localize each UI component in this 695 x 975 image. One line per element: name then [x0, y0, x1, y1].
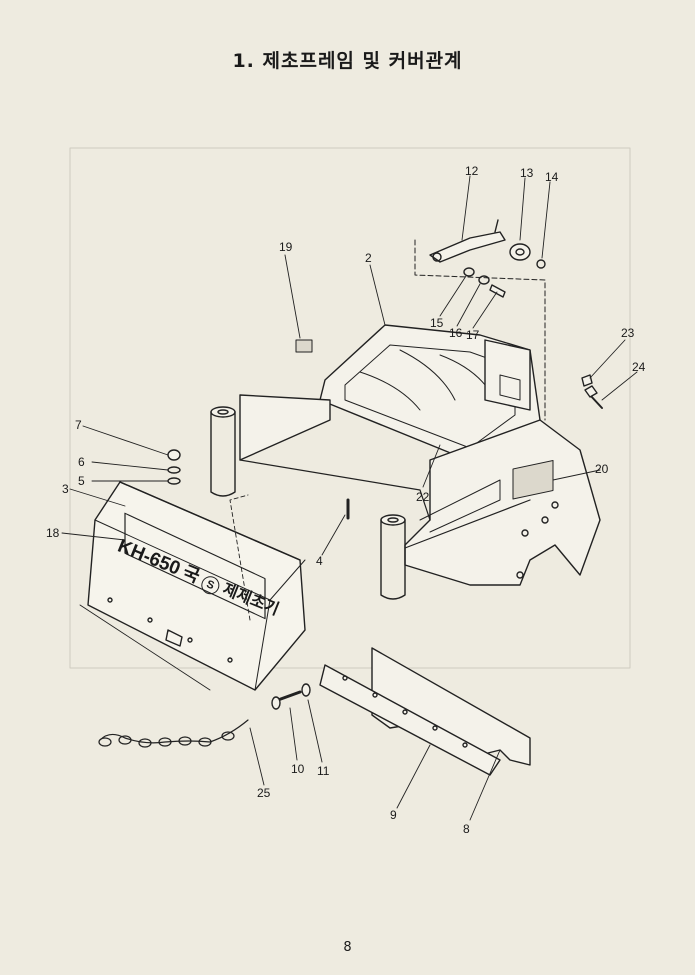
page-title: 1. 제초프레임 및 커버관계 — [232, 50, 463, 72]
callout-13: 13 — [520, 166, 534, 180]
bleed-frame — [69, 147, 631, 669]
page-number: 8 — [343, 940, 352, 955]
callout-4: 4 — [316, 554, 323, 568]
cover-edge-line — [79, 604, 211, 691]
callout-6: 6 — [78, 455, 85, 469]
cover-guk-text: 국 — [179, 561, 203, 587]
callout-18: 18 — [46, 526, 60, 540]
bolt-10-nut-11 — [271, 683, 311, 710]
callout-17: 17 — [466, 328, 480, 342]
callout-2: 2 — [365, 251, 372, 265]
label-plate-19 — [295, 339, 313, 353]
callout-8: 8 — [463, 822, 470, 836]
callout-7: 7 — [75, 418, 82, 432]
lower-frame — [239, 394, 601, 586]
callout-9: 9 — [390, 808, 397, 822]
callout-12: 12 — [465, 164, 479, 178]
bolt-set-23-24 — [581, 374, 603, 409]
guide-dashed — [229, 494, 251, 621]
fasteners-5-6-7 — [167, 449, 181, 485]
chain-25 — [98, 719, 249, 748]
callout-25: 25 — [257, 786, 271, 800]
callout-16: 16 — [449, 326, 463, 340]
cover-housing — [87, 481, 306, 691]
callout-14: 14 — [545, 170, 559, 184]
callout-11: 11 — [317, 764, 330, 778]
support-post-right — [380, 514, 406, 600]
callout-5: 5 — [78, 474, 85, 488]
callout-15: 15 — [430, 316, 444, 330]
lever-assembly — [414, 219, 546, 421]
leader-lines — [61, 175, 638, 821]
callout-23: 23 — [621, 326, 635, 340]
support-post-left — [210, 406, 236, 497]
callout-24: 24 — [632, 360, 646, 374]
callout-3: 3 — [62, 482, 69, 496]
main-frame-plate — [319, 324, 541, 466]
callout-10: 10 — [291, 762, 305, 776]
cutting-blades — [319, 647, 531, 776]
callout-19: 19 — [279, 240, 293, 254]
callout-22: 22 — [416, 490, 430, 504]
callout-20: 20 — [595, 462, 609, 476]
